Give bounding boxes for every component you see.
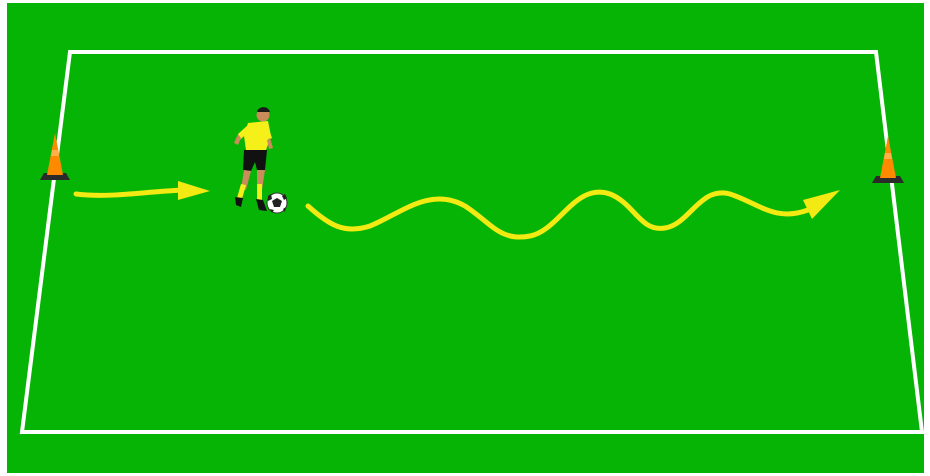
soccer-ball-icon <box>267 193 287 213</box>
grass-background <box>7 3 924 473</box>
